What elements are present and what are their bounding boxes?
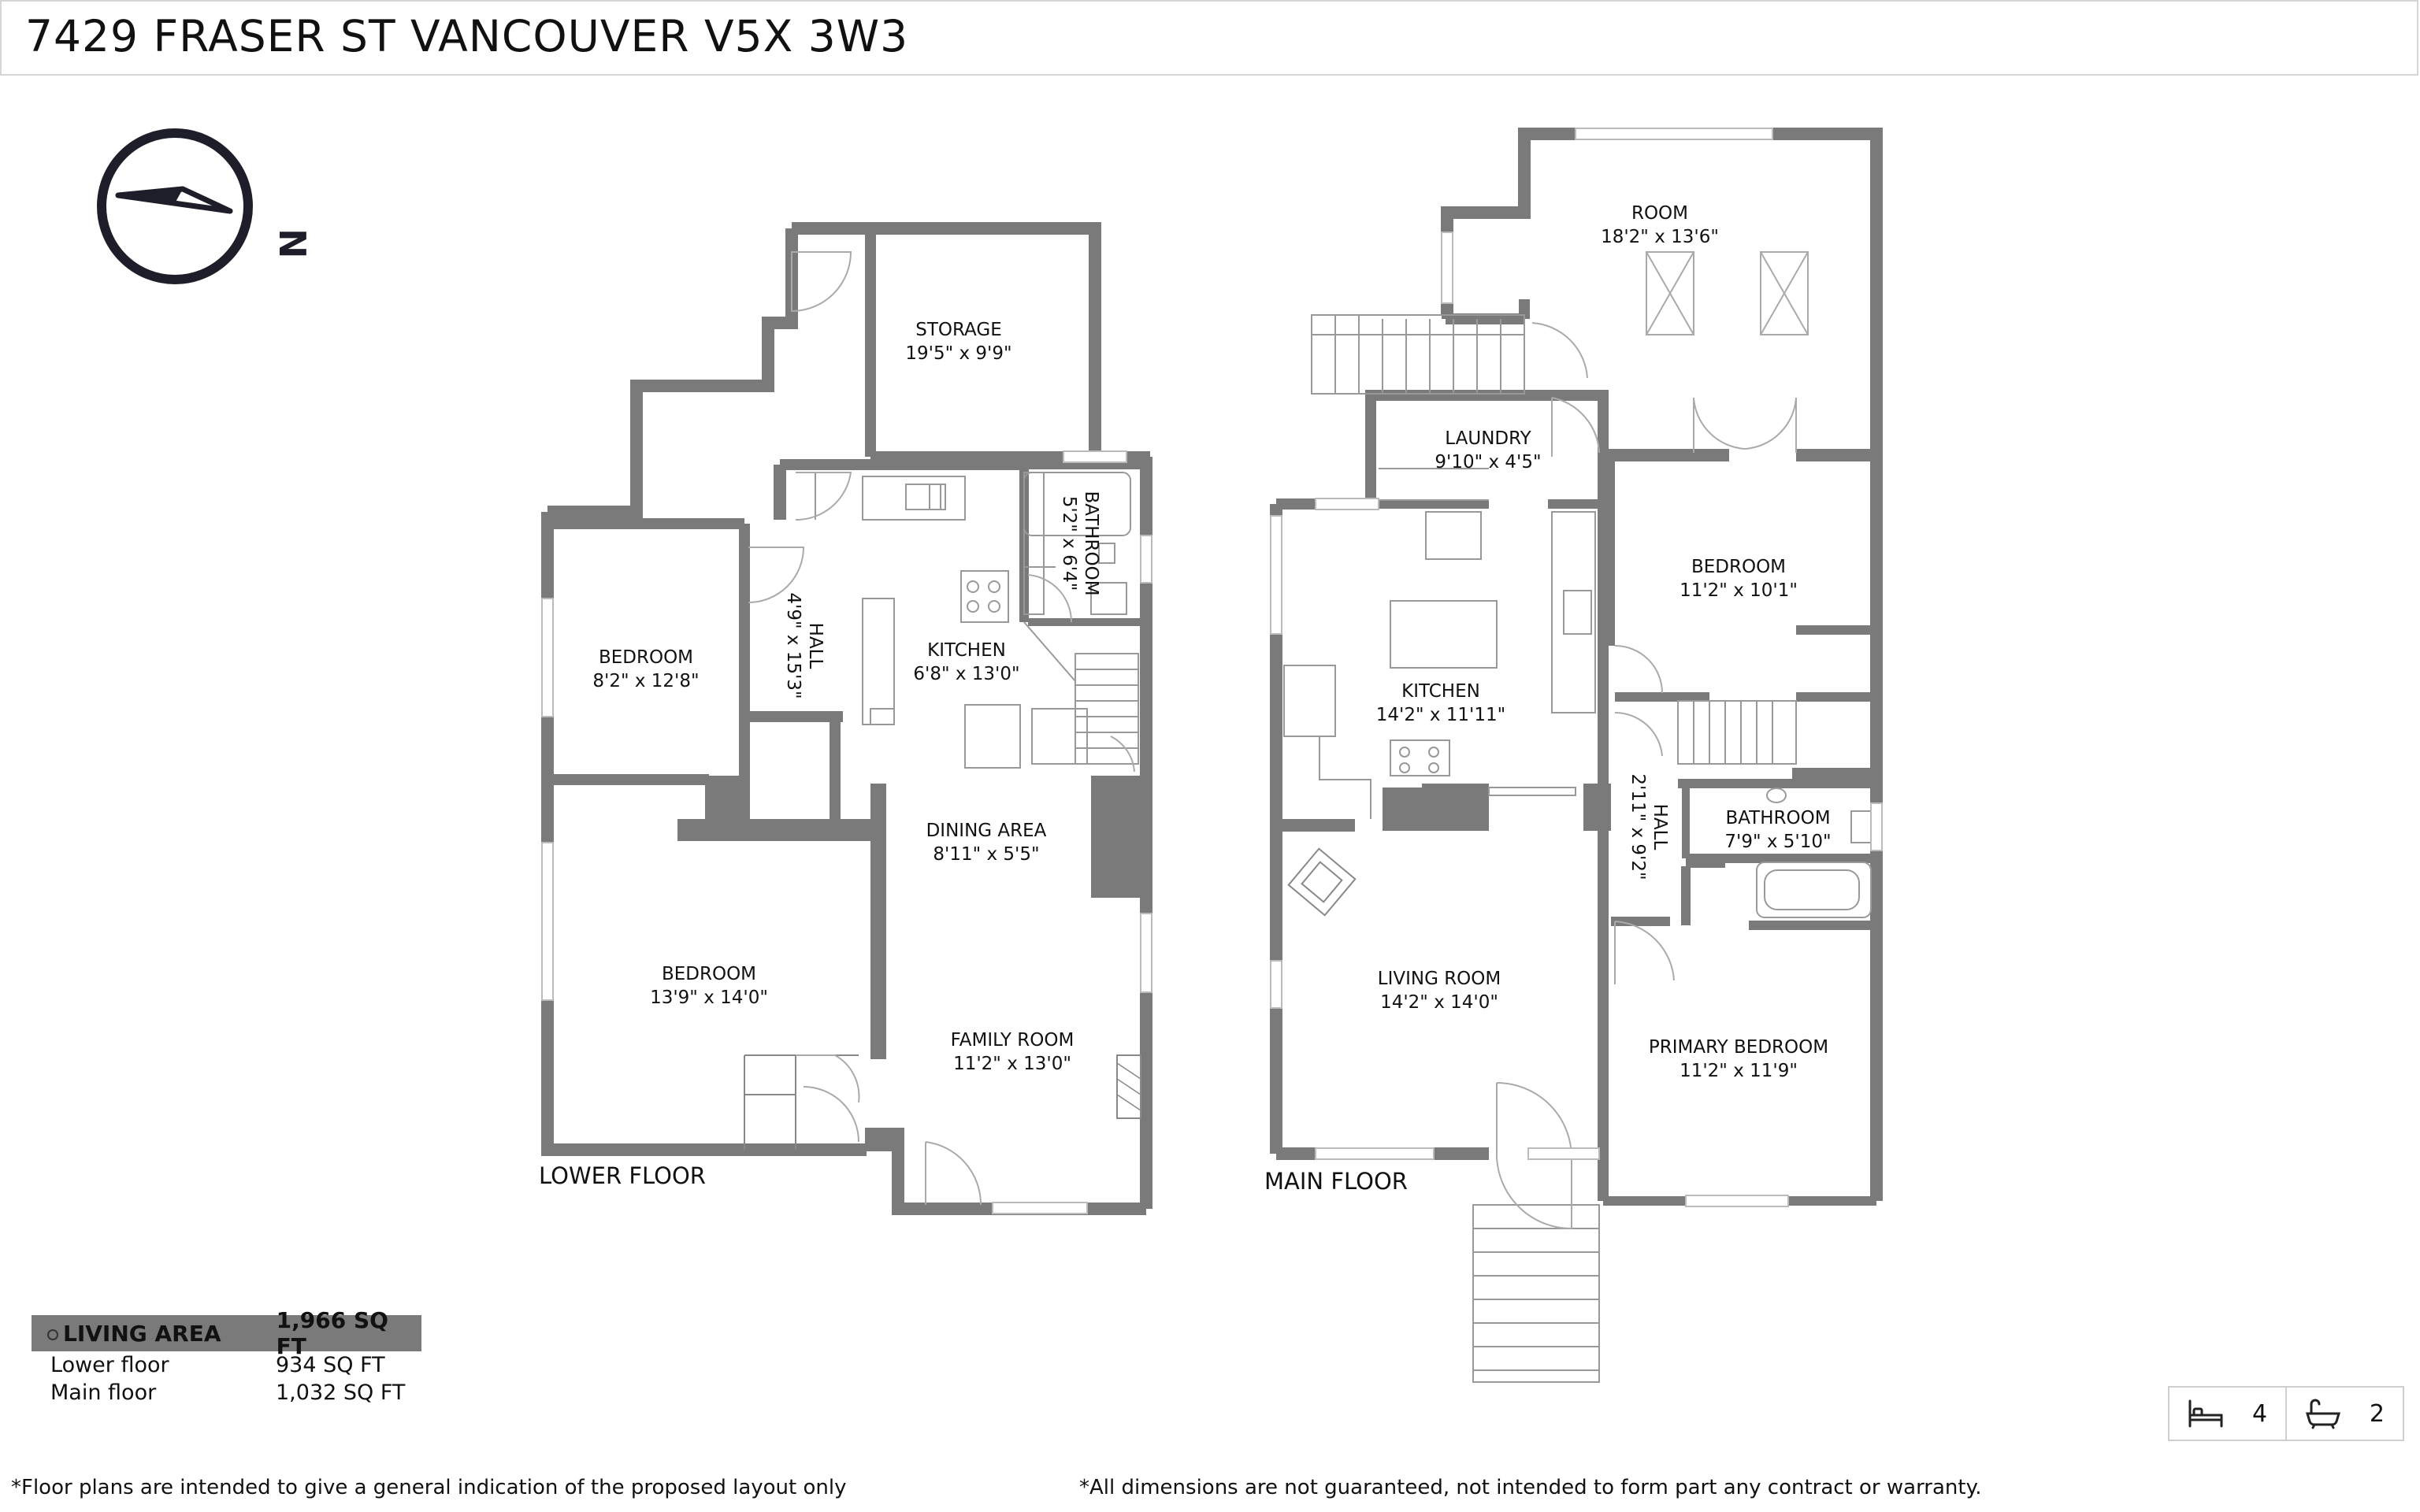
room-name: LAUNDRY <box>1445 428 1531 449</box>
divider <box>2285 1386 2287 1441</box>
area-row: Lower floor 934 SQ FT <box>32 1351 421 1379</box>
room-dims: 14'2" x 14'0" <box>1380 992 1498 1013</box>
area-row-label: Main floor <box>50 1380 157 1405</box>
area-total-value: 1,966 SQ FT <box>276 1307 388 1359</box>
room-dims: 7'9" x 5'10" <box>1724 832 1831 852</box>
room-dims: 11'2" x 11'9" <box>1680 1061 1798 1081</box>
room-dims: 2'11" x 9'2" <box>1628 773 1648 880</box>
room-name: HALL <box>1650 804 1670 850</box>
room-name: LIVING ROOM <box>1378 969 1501 989</box>
bedroom-count-value: 4 <box>2251 1399 2268 1428</box>
area-total-label: LIVING AREA <box>63 1320 221 1347</box>
room-dims: 8'2" x 12'8" <box>592 671 699 691</box>
room-name: ROOM <box>1631 203 1688 224</box>
room-dims: 11'2" x 10'1" <box>1680 580 1798 601</box>
area-row-value: 1,032 SQ FT <box>276 1380 406 1405</box>
header-bar: 7429 FRASER ST VANCOUVER V5X 3W3 <box>0 0 2418 76</box>
room-dims: 11'2" x 13'0" <box>953 1054 1071 1074</box>
room-name: KITCHEN <box>1401 681 1480 702</box>
room-name: BEDROOM <box>599 647 693 668</box>
room-name: PRIMARY BEDROOM <box>1649 1037 1828 1058</box>
area-row-value: 934 SQ FT <box>276 1353 385 1377</box>
room-dims: 8'11" x 5'5" <box>933 844 1039 865</box>
room-dims: 19'5" x 9'9" <box>905 343 1011 364</box>
footer-disclaimer-dimensions: *All dimensions are not guaranteed, not … <box>1079 1476 1982 1499</box>
bathroom-count: 2 <box>2287 1398 2403 1429</box>
room-name: FAMILY ROOM <box>951 1030 1075 1051</box>
area-row: Main floor 1,032 SQ FT <box>32 1379 421 1406</box>
footer-disclaimer-layout: *Floor plans are intended to give a gene… <box>11 1476 847 1499</box>
room-name: BATHROOM <box>1725 808 1830 828</box>
bed-icon <box>2188 1399 2223 1428</box>
room-name: KITCHEN <box>927 640 1006 661</box>
bathroom-count-value: 2 <box>2369 1399 2385 1428</box>
main-floor-label: MAIN FLOOR <box>1264 1168 1408 1195</box>
room-name: STORAGE <box>915 320 1002 340</box>
lower-floor-plan: STORAGE 19'5" x 9'9" BATHROOM 5'2" x 6'4… <box>539 222 1152 1215</box>
room-dims: 13'9" x 14'0" <box>650 988 768 1008</box>
room-dims: 4'9" x 15'3" <box>783 592 804 699</box>
compass-north-label: N <box>271 228 314 259</box>
room-name: DINING AREA <box>926 821 1047 841</box>
room-dims: 14'2" x 11'11" <box>1376 705 1505 725</box>
main-floor-plan: ROOM 18'2" x 13'6" LAUNDRY 9'10" x 4'5" … <box>1264 128 1883 1383</box>
room-name: HALL <box>805 623 826 669</box>
bathtub-icon <box>2305 1399 2340 1429</box>
bedroom-count: 4 <box>2169 1398 2285 1429</box>
compass-icon: N <box>97 128 314 284</box>
room-dims: 9'10" x 4'5" <box>1435 452 1541 472</box>
area-summary-table: LIVING AREA 1,966 SQ FT Lower floor 934 … <box>32 1307 421 1406</box>
lower-floor-label: LOWER FLOOR <box>539 1162 706 1189</box>
property-address: 7429 FRASER ST VANCOUVER V5X 3W3 <box>25 11 909 61</box>
room-dims: 18'2" x 13'6" <box>1601 227 1719 247</box>
room-name: BEDROOM <box>1691 557 1786 577</box>
room-dims: 5'2" x 6'4" <box>1059 496 1079 591</box>
room-dims: 6'8" x 13'0" <box>913 664 1019 684</box>
area-total-row: LIVING AREA 1,966 SQ FT <box>32 1307 421 1359</box>
room-name: BATHROOM <box>1081 491 1101 595</box>
room-counts-box: 4 2 <box>2168 1386 2404 1441</box>
area-row-label: Lower floor <box>50 1353 169 1377</box>
bullet-icon <box>47 1329 58 1340</box>
room-name: BEDROOM <box>662 964 756 984</box>
